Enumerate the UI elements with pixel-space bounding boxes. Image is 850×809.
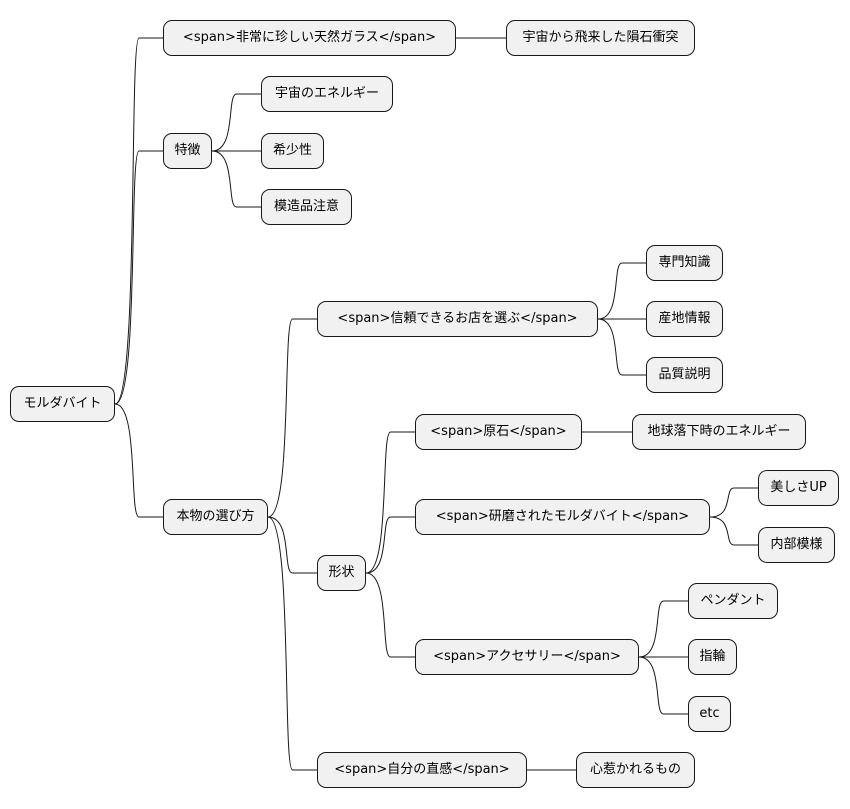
node-etc: etc	[688, 696, 731, 732]
connector-node-polished-moldavite	[365, 516, 415, 574]
node-features: 特徴	[163, 133, 212, 169]
connector-node-accessories	[365, 572, 415, 658]
connector-node-cosmic-energy	[211, 93, 261, 152]
node-beauty-up: 美しさUP	[758, 470, 839, 506]
connector-node-features	[114, 150, 163, 405]
node-own-intuition: <span>自分の直感</span>	[317, 752, 527, 788]
connector-node-shape	[267, 516, 317, 574]
node-trusted-shop: <span>信頼できるお店を選ぶ</span>	[317, 301, 598, 337]
connector-node-own-intuition	[267, 516, 317, 771]
connector-node-quality-description	[597, 318, 646, 376]
node-how-to-choose: 本物の選び方	[163, 499, 268, 535]
node-polished-moldavite: <span>研磨されたモルダバイト</span>	[415, 499, 710, 535]
node-inner-pattern: 内部模様	[758, 527, 835, 563]
node-root-moldavite: モルダバイト	[10, 386, 115, 422]
node-rough-stone: <span>原石</span>	[415, 414, 582, 450]
node-cosmic-energy: 宇宙のエネルギー	[261, 76, 393, 112]
connector-node-expert-knowledge	[597, 262, 646, 320]
node-earth-impact-energy: 地球落下時のエネルギー	[632, 414, 806, 450]
connector-node-how-to-choose	[114, 403, 163, 518]
node-pendant: ペンダント	[688, 583, 778, 619]
connector-node-imitation-caution	[211, 150, 261, 208]
node-origin-info: 産地情報	[646, 301, 723, 337]
node-shape: 形状	[317, 555, 366, 591]
connector-node-beauty-up	[709, 487, 758, 518]
node-rarity: 希少性	[261, 133, 324, 169]
connector-node-trusted-shop	[267, 318, 317, 518]
node-expert-knowledge: 専門知識	[646, 245, 723, 281]
connector-node-etc	[638, 656, 688, 715]
node-ring: 指輪	[688, 639, 737, 675]
connector-node-pendant	[638, 600, 688, 658]
node-rare-natural-glass: <span>非常に珍しい天然ガラス</span>	[163, 20, 456, 56]
node-attractive-thing: 心惹かれるもの	[576, 752, 695, 788]
node-meteorite-impact: 宇宙から飛来した隕石衝突	[506, 20, 695, 56]
node-imitation-caution: 模造品注意	[261, 189, 352, 225]
connector-node-rough-stone	[365, 431, 415, 574]
node-quality-description: 品質説明	[646, 357, 723, 393]
connector-node-rare-natural-glass	[114, 37, 163, 405]
connector-node-inner-pattern	[709, 516, 758, 546]
node-accessories: <span>アクセサリー</span>	[415, 639, 639, 675]
